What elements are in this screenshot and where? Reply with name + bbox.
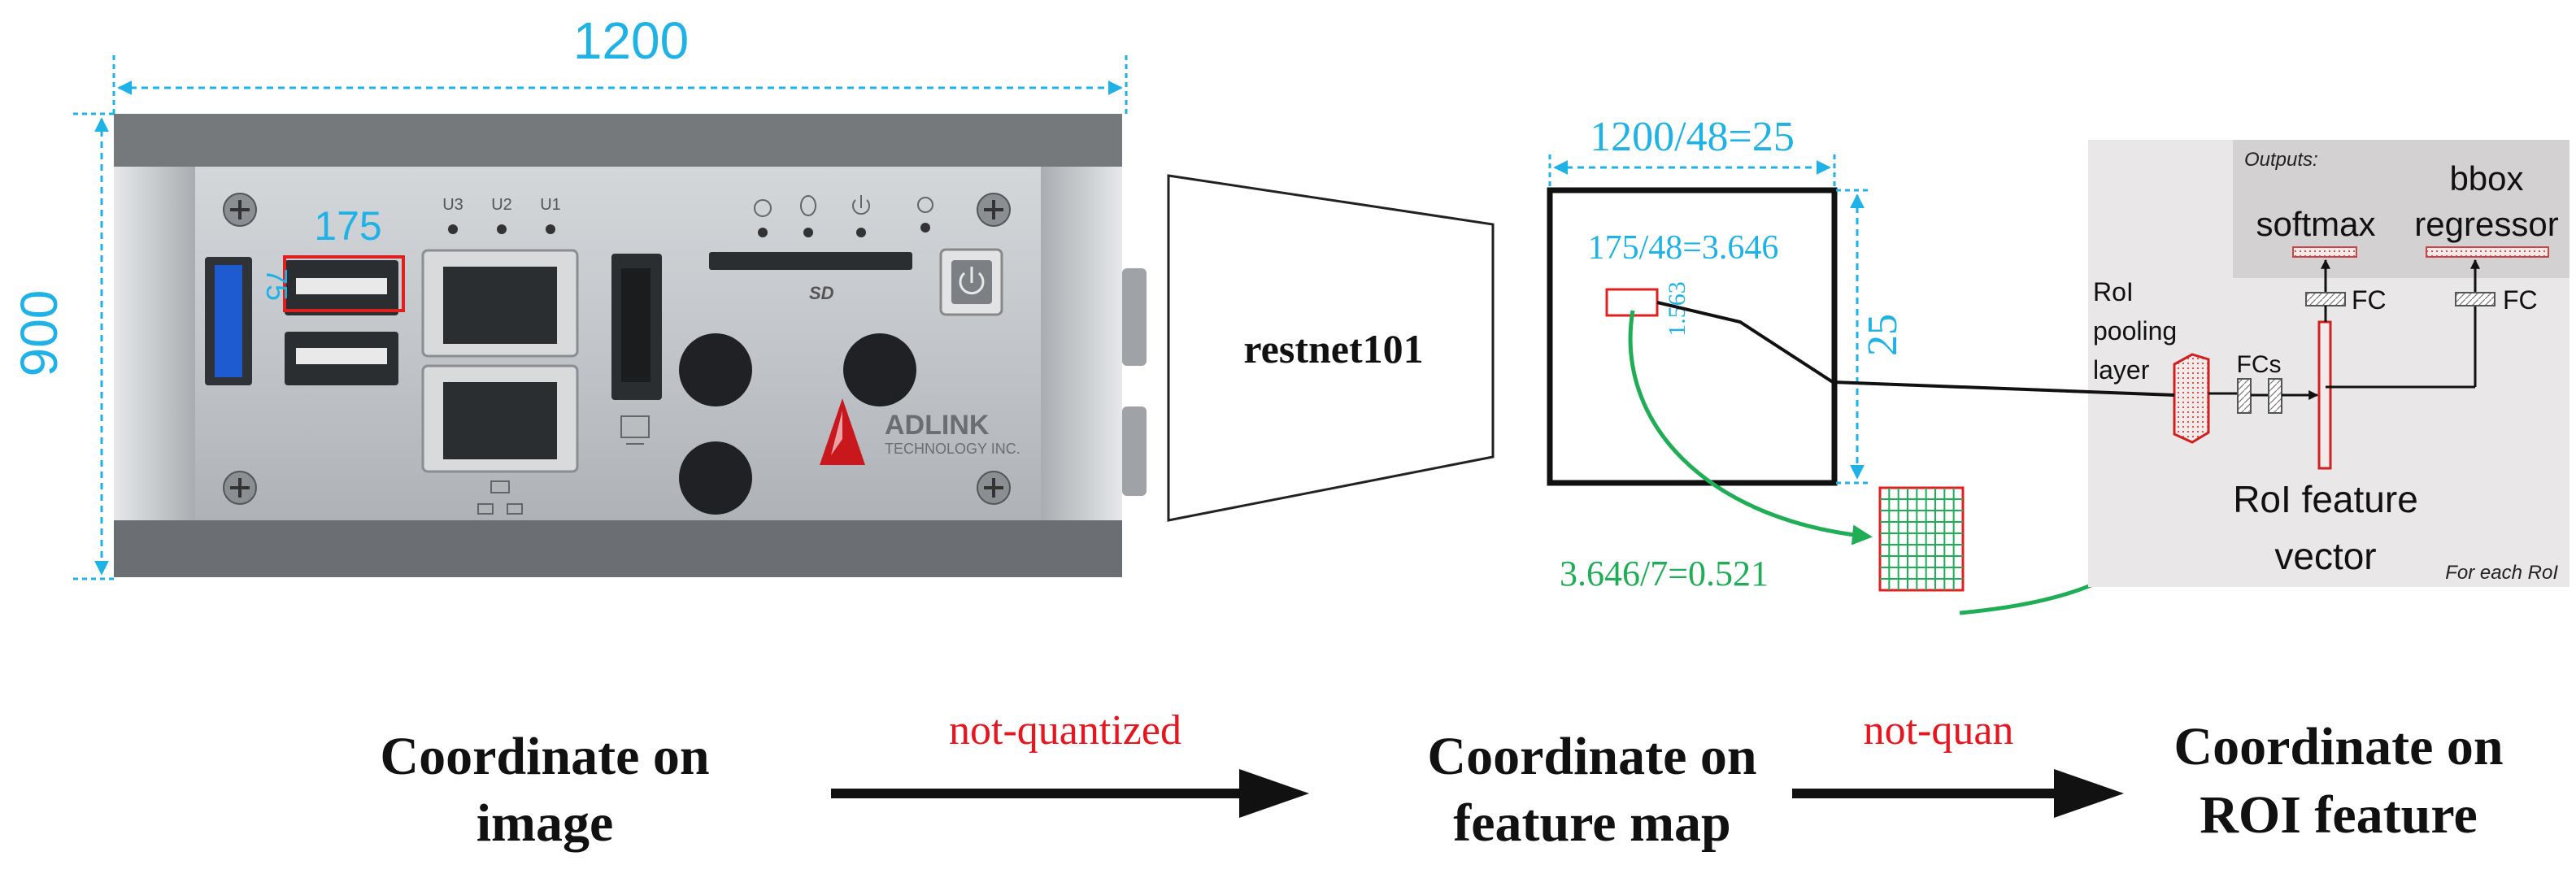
for-each-roi-label: For each RoI bbox=[2445, 562, 2558, 584]
green-arrow-to-grid bbox=[1628, 310, 1873, 545]
stage2-line2: feature map bbox=[1453, 793, 1731, 853]
arrow2-head bbox=[2054, 769, 2124, 818]
arrow1-head bbox=[1239, 769, 1309, 818]
ethernet-port-top-socket bbox=[443, 267, 557, 344]
feature-vector-label-line1: RoI feature bbox=[2233, 478, 2418, 520]
fc-layer-right bbox=[2455, 292, 2496, 306]
roi-height-label: 75 bbox=[260, 268, 294, 301]
roi-to-pooling-line bbox=[1656, 301, 2175, 397]
reset-icon bbox=[917, 197, 933, 213]
feature-map: 1200/48=25 25 175/48=3.646 1.563 bbox=[1547, 114, 1906, 486]
round-button bbox=[679, 333, 752, 406]
pooling-label-line1: RoI bbox=[2093, 277, 2134, 306]
pooling-label-line3: layer bbox=[2093, 355, 2150, 385]
usb3-tongue bbox=[215, 265, 242, 377]
roi-bin-grid bbox=[1878, 486, 1965, 592]
fc-label-right: FC bbox=[2503, 285, 2538, 315]
network-icon bbox=[477, 480, 523, 515]
led-label-u2: U2 bbox=[491, 196, 512, 214]
backbone-trapezoid bbox=[1167, 174, 1495, 522]
roi-head-panel: Outputs: softmax bbox regressor FC FC FC… bbox=[2088, 140, 2569, 587]
brand-name: ADLINK bbox=[885, 410, 990, 441]
fc-label-left: FC bbox=[2352, 285, 2387, 315]
feature-vector-label-line2: vector bbox=[2274, 535, 2376, 577]
side-connector-upper bbox=[1122, 268, 1147, 366]
storage-icon bbox=[800, 195, 816, 216]
led-icon bbox=[497, 224, 507, 234]
led-icon bbox=[448, 224, 458, 234]
image-roi-box bbox=[283, 255, 405, 312]
softmax-label: softmax bbox=[2256, 205, 2375, 243]
usb2-port-top-tongue bbox=[296, 278, 387, 294]
screw-icon bbox=[977, 193, 1011, 227]
backbone-network: restnet101 bbox=[1167, 174, 1495, 522]
feature-height-label: 25 bbox=[1860, 314, 1906, 356]
fc-layer-left bbox=[2305, 292, 2346, 306]
image-width-label: 1200 bbox=[573, 11, 689, 70]
roi-pooling-block bbox=[2173, 353, 2210, 444]
monitor-icon bbox=[620, 415, 650, 445]
device-image: U3 U2 U1 SD bbox=[114, 114, 1147, 577]
roi-width-label: 175 bbox=[314, 203, 381, 249]
screw-icon bbox=[223, 193, 257, 227]
displayport-socket bbox=[621, 268, 651, 382]
roi-grid-frame bbox=[1878, 486, 1965, 592]
device-top-rail bbox=[114, 114, 1122, 175]
stage1-line1: Coordinate on bbox=[380, 727, 709, 786]
screw-icon bbox=[223, 471, 257, 505]
led-label-u3: U3 bbox=[442, 196, 463, 214]
device-bottom-rail bbox=[114, 520, 1122, 577]
image-height-label: 900 bbox=[10, 290, 68, 377]
side-connector-lower bbox=[1122, 406, 1147, 496]
softmax-output-bar bbox=[2292, 246, 2357, 258]
outputs-label: Outputs: bbox=[2244, 149, 2318, 171]
pooling-label-line2: pooling bbox=[2093, 316, 2177, 346]
device-left-plate bbox=[114, 167, 195, 520]
bin-size-label: 3.646/7=0.521 bbox=[1560, 554, 1769, 593]
ethernet-port-bottom-socket bbox=[443, 382, 557, 459]
bbox-output-bar bbox=[2426, 246, 2549, 258]
status-icons bbox=[754, 195, 933, 237]
stage2-line1: Coordinate on bbox=[1427, 727, 1756, 786]
arrow1-label: not-quantized bbox=[949, 707, 1181, 754]
power-icon bbox=[959, 267, 985, 295]
image-dimensions: 1200 900 175 75 bbox=[10, 11, 1128, 580]
clock-icon bbox=[754, 199, 772, 217]
usb2-port-bottom-tongue bbox=[296, 348, 387, 364]
power-led-icon bbox=[852, 195, 870, 215]
bottom-flow: Coordinate on image not-quantized Coordi… bbox=[380, 707, 2503, 853]
arrow2-label: not-quan bbox=[1864, 707, 2014, 754]
fcs-label: FCs bbox=[2237, 351, 2282, 378]
fcs-layer-1 bbox=[2237, 378, 2252, 414]
adlink-logo-icon bbox=[820, 398, 865, 465]
stage1-line2: image bbox=[476, 793, 614, 853]
sd-slot bbox=[709, 252, 912, 270]
regressor-label: regressor bbox=[2414, 205, 2558, 243]
stage3-line1: Coordinate on bbox=[2174, 717, 2503, 776]
fcs-layer-2 bbox=[2268, 378, 2282, 414]
screw-icon bbox=[977, 471, 1011, 505]
roi-feature-vector-bar bbox=[2317, 320, 2332, 470]
feature-width-label: 1200/48=25 bbox=[1590, 114, 1795, 160]
led-icon bbox=[546, 224, 555, 234]
brand-subtitle: TECHNOLOGY INC. bbox=[885, 441, 1020, 457]
led-label-u1: U1 bbox=[540, 196, 561, 214]
device-right-plate bbox=[1041, 167, 1122, 520]
port-led-labels: U3 U2 U1 bbox=[442, 196, 561, 234]
bbox-label: bbox bbox=[2449, 159, 2523, 198]
feature-map-box bbox=[1547, 187, 1838, 486]
round-button bbox=[843, 333, 916, 406]
feature-roi-width-label: 175/48=3.646 bbox=[1588, 229, 1779, 267]
stage3-line2: ROI feature bbox=[2200, 785, 2478, 845]
backbone-label: restnet101 bbox=[1243, 326, 1423, 372]
round-button bbox=[679, 441, 752, 515]
sd-label: SD bbox=[809, 283, 834, 303]
